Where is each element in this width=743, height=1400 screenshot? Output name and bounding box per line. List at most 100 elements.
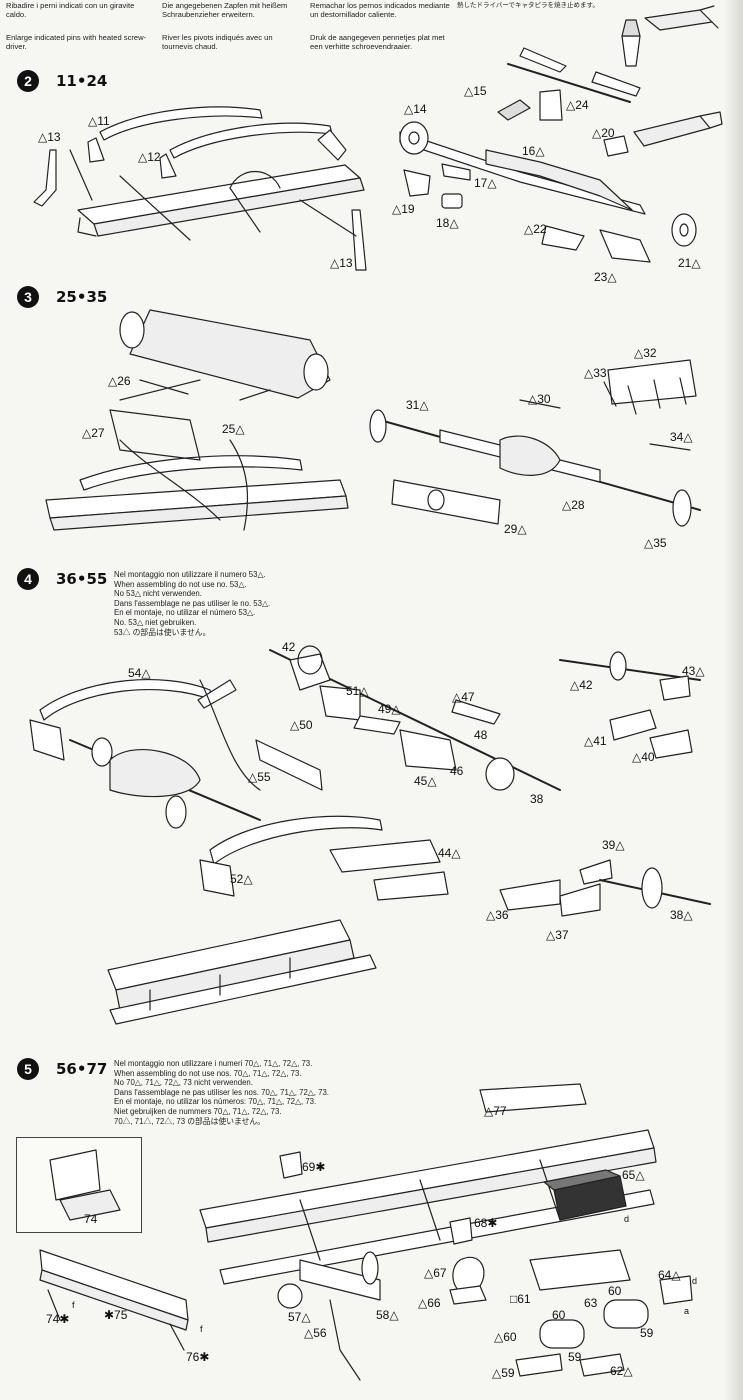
note-line: Nel montaggio non utilizzare i numeri 70… [114,1059,313,1068]
part-label-13: △13 [330,256,353,270]
suffix-label: f [72,1300,75,1310]
part-label-13: △13 [38,130,61,144]
part-label-58: 58△ [376,1308,399,1322]
instruction-de: Die angegebenen Zapfen mit heißem Schrau… [162,1,288,19]
part-label-21: 21△ [678,256,701,270]
step-4-leaf-spring-lower [199,815,383,897]
part-label-16: 16△ [522,144,545,158]
part-label-17: 17△ [474,176,497,190]
instruction-fr: River les pivots indiqués avec un tourne… [162,33,273,51]
part-label-77: △77 [484,1104,507,1118]
step-2-shock-absorbers [33,149,367,271]
part-label-40: △40 [632,750,655,764]
part-label-69: 69✱ [302,1160,326,1174]
step-4-note: Nel montaggio non utilizzare il numero 5… [114,570,270,637]
part-label-36: △36 [486,908,509,922]
step-3-range: 25•35 [56,288,108,306]
step-4-leaf-spring-upper [29,678,237,761]
part-label-11: △11 [88,114,110,128]
part-label-74: 74✱ [46,1312,70,1326]
part-label-34: 34△ [670,430,693,444]
suffix-label: d [624,1214,630,1224]
part-label-39: 39△ [602,838,625,852]
instruction-it: Ribadire i perni indicati con un giravit… [6,1,135,19]
note-line: Nel montaggio non utilizzare il numero 5… [114,570,266,579]
step-4-detail-right [499,651,711,917]
instruction-nl: Druk de aangegeven pennetjes plat met ee… [310,33,445,51]
part-label-24: △24 [566,98,589,112]
page-edge-shadow [725,0,743,1400]
suffix-label: f [200,1324,203,1334]
note-line: Niet gebruijken de nummers 70△, 71△, 72△… [114,1106,282,1116]
part-label-15: △15 [464,84,487,98]
part-label-76: 76✱ [186,1350,210,1364]
step-4-range: 36•55 [56,570,108,588]
step-3-springs-frame [45,379,349,531]
part-label-38: 38 [530,792,544,806]
part-label-61: □61 [510,1292,531,1306]
step-2-screwdrivers [497,99,723,147]
part-label-18: 18△ [436,216,459,230]
part-label-60: △60 [494,1330,517,1344]
part-label-59: △59 [492,1366,515,1380]
step-4-frame [107,919,377,1025]
part-label-45: 45△ [414,774,437,788]
step-3-rear-axle-top [119,309,331,399]
note-line: No. 53△ niet gebruiken. [114,617,197,627]
instruction-en: Enlarge indicated pins with heated screw… [6,33,147,51]
step-5-steering-gear [277,1251,381,1381]
part-label-65: 65△ [622,1168,645,1182]
note-line: Dans l'assemblage ne pas utiliser les no… [114,1087,329,1097]
note-line: No 70△, 71△, 72△, 73 nicht verwenden. [114,1078,253,1088]
part-label-14: △14 [404,102,427,116]
part-label-37: △37 [546,928,569,942]
part-label-60: 60 [552,1308,566,1322]
part-label-25: 25△ [222,422,245,436]
part-label-59: 59 [640,1326,654,1340]
step-5-brackets [279,1151,473,1245]
part-label-43: 43△ [682,664,705,678]
step-5-fuel-tank [449,1169,693,1377]
part-label-55: △55 [248,770,271,784]
part-label-68: 68✱ [474,1216,498,1230]
part-label-19: △19 [392,202,415,216]
part-label-47: △47 [452,690,475,704]
soldering-iron-icon [621,5,719,67]
part-label-60: 60 [608,1284,622,1298]
suffix-label: a [684,1306,690,1316]
note-line: No 53△ nicht verwenden. [114,589,202,599]
note-line: Dans l'assemblage ne pas utiliser le no.… [114,598,271,608]
part-label-52: 52△ [230,872,253,886]
part-label-33: △33 [584,366,607,380]
note-line: En el montaje, no utilizar el número 53△… [114,608,256,618]
part-label-20: △20 [592,126,615,140]
part-label-62: 62△ [610,1364,633,1378]
note-line: When assembling do not use nos. 70△, 71△… [114,1068,302,1078]
part-label-41: △41 [584,734,607,748]
part-label-38: 38△ [670,908,693,922]
part-label-42: 42 [282,640,296,654]
part-label-66: △66 [418,1296,441,1310]
part-label-35: △35 [644,536,667,550]
part-label-75: ✱75 [104,1308,128,1322]
step-4-axle [69,737,261,829]
step-2-tie-rod [507,47,641,157]
part-label-67: △67 [424,1266,447,1280]
step-4-front-assembly [199,645,561,901]
part-label-29: 29△ [504,522,527,536]
part-label-26: △26 [108,374,131,388]
step-5-range: 56•77 [56,1060,108,1078]
part-label-46: 46 [450,764,464,778]
step-5-number: 5 [17,1058,39,1080]
note-line: 53△ の部品は使いません。 [114,627,211,637]
part-label-22: △22 [524,222,547,236]
part-label-57: 57△ [288,1310,311,1324]
step-5-note: Nel montaggio non utilizzare i numeri 70… [114,1059,329,1126]
part-label-44: 44△ [438,846,461,860]
step-2-front-axle [399,121,697,263]
part-label-32: △32 [634,346,657,360]
step-2-frame [77,164,365,237]
step-5-inset-step [49,1149,121,1221]
step-3-number: 3 [17,286,39,308]
part-label-42: △42 [570,678,593,692]
